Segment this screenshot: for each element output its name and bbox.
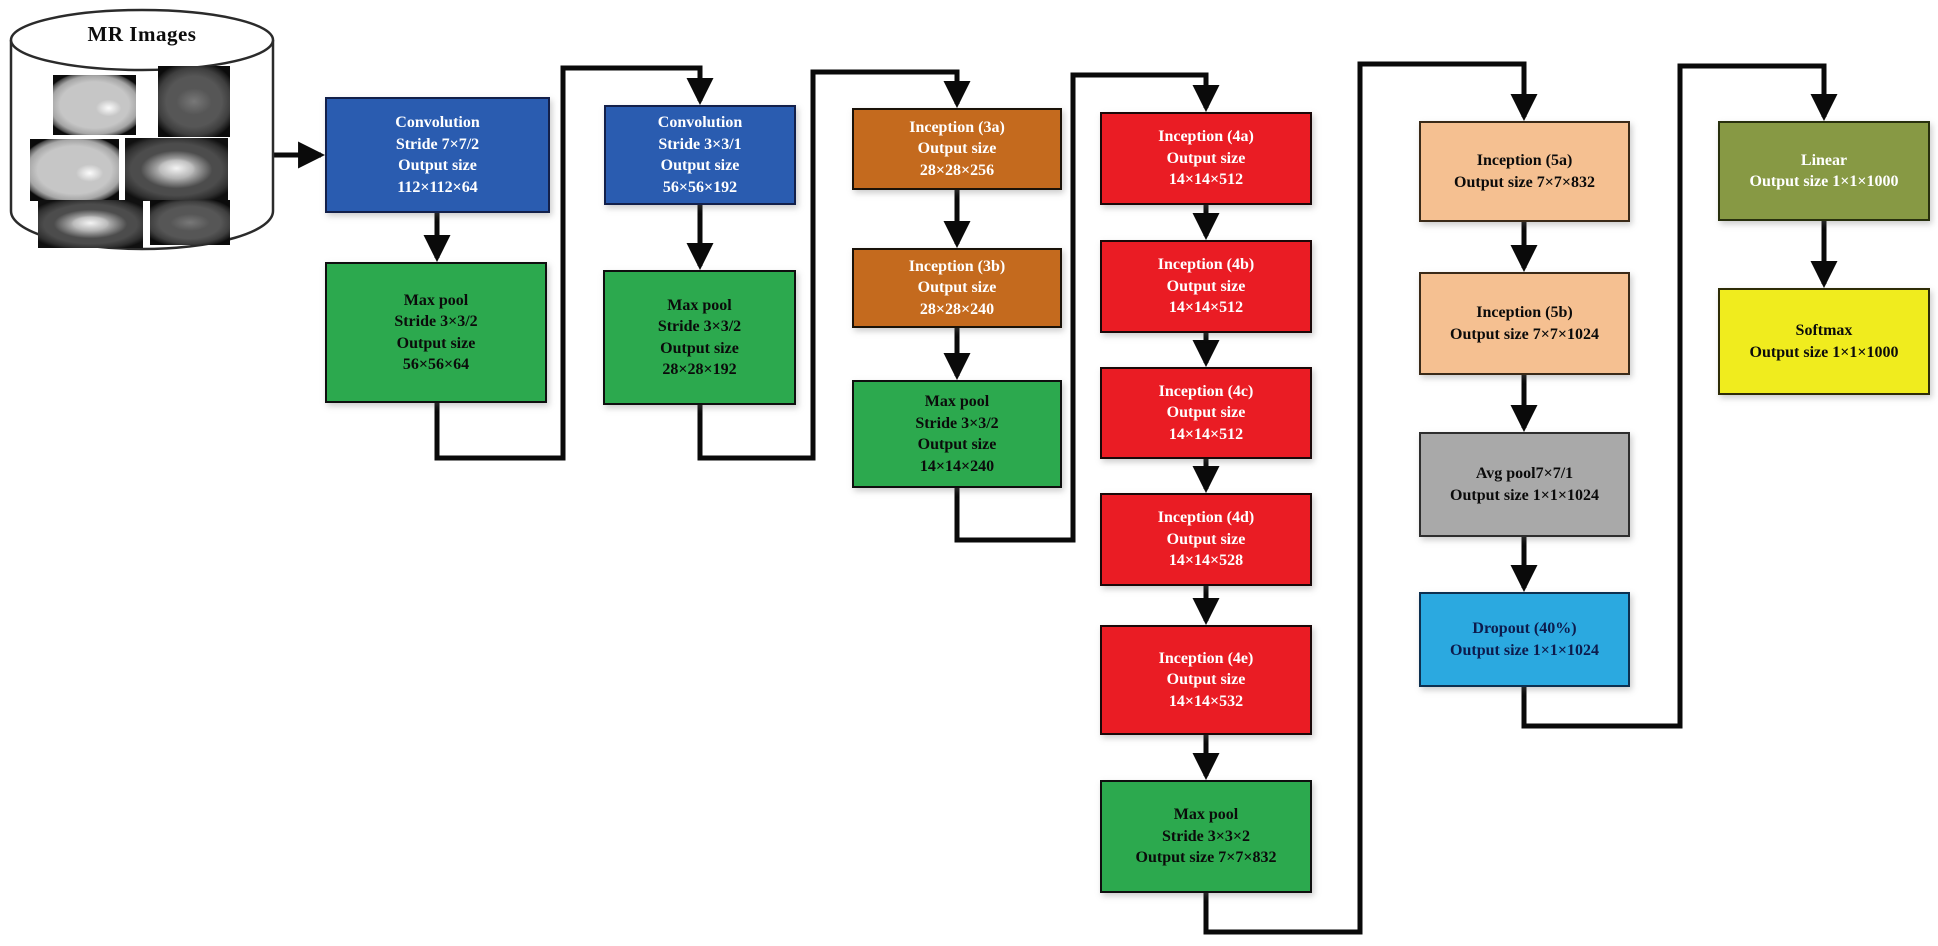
node-label-line: 14×14×528 xyxy=(1168,552,1244,570)
node-label-line: Stride 3×3/2 xyxy=(394,313,478,330)
brain-mri-axial-image xyxy=(158,66,230,137)
brain-mri-axial-tumor-image xyxy=(53,75,136,135)
node-label-line: Output size xyxy=(660,339,739,357)
node-label-line: Output size xyxy=(917,279,997,297)
node-label-line: 28×28×240 xyxy=(919,300,995,318)
node-dropout: Dropout (40%) Output size 1×1×1024 xyxy=(1419,592,1630,687)
node-inc3a: Inception (3a) Output size 28×28×256 xyxy=(852,108,1062,190)
node-label-line: Output size xyxy=(1166,404,1246,422)
node-label-line: Output size 1×1×1024 xyxy=(1450,641,1599,659)
node-label-line: Convolution xyxy=(657,114,743,131)
node-label-line: Output size xyxy=(917,140,997,158)
node-inc3b: Inception (3b) Output size 28×28×240 xyxy=(852,248,1062,328)
node-label-line: 14×14×532 xyxy=(1168,692,1244,710)
mr-images-cylinder: MR Images xyxy=(8,6,276,252)
node-inc5b: Inception (5b) Output size 7×7×1024 xyxy=(1419,272,1630,375)
node-label-line: 56×56×192 xyxy=(662,178,738,196)
node-label-line: Output size 1×1×1024 xyxy=(1450,486,1599,504)
node-label-line: Inception (3b) xyxy=(908,257,1006,275)
node-label-line: Inception (5a) xyxy=(1476,152,1573,169)
brain-mri-axial-tumor-image xyxy=(30,139,119,201)
cylinder-title: MR Images xyxy=(87,22,197,46)
node-inc4c: Inception (4c) Output size 14×14×512 xyxy=(1100,367,1312,459)
node-label-line: Max pool xyxy=(403,291,469,309)
node-label-line: Inception (4b) xyxy=(1157,256,1255,274)
node-label-line: 56×56×64 xyxy=(402,356,470,373)
node-label-line: Stride 3×3/2 xyxy=(915,414,999,432)
node-label-line: Output size xyxy=(1166,671,1246,689)
node-label-line: Output size 1×1×1000 xyxy=(1749,343,1899,361)
node-label-line: Avg pool7×7/1 xyxy=(1475,465,1574,482)
node-label-line: Stride 7×7/2 xyxy=(395,135,480,153)
node-label-line: Output size xyxy=(1166,277,1246,295)
node-label-line: Output size 7×7×832 xyxy=(1135,849,1277,867)
node-label-line: Output size xyxy=(396,334,476,352)
node-label-line: Output size 1×1×1000 xyxy=(1749,173,1899,190)
node-label-line: Softmax xyxy=(1795,322,1853,339)
node-inc4e: Inception (4e) Output size 14×14×532 xyxy=(1100,625,1312,735)
brain-mri-axial-flair-image xyxy=(125,138,228,201)
node-label-line: Inception (3a) xyxy=(909,118,1005,136)
node-label-line: Output size xyxy=(917,436,997,453)
node-label-line: Inception (4d) xyxy=(1157,509,1255,527)
node-inc4b: Inception (4b) Output size 14×14×512 xyxy=(1100,240,1312,333)
node-label-line: Output size xyxy=(1166,149,1246,167)
node-label-line: Max pool xyxy=(924,393,990,410)
node-label-line: 28×28×192 xyxy=(662,361,737,378)
node-label-line: Output size xyxy=(398,157,477,174)
node-inc4d: Inception (4d) Output size 14×14×528 xyxy=(1100,493,1312,586)
node-inc5a: Inception (5a) Output size 7×7×832 xyxy=(1419,121,1630,222)
node-label-line: Inception (5b) xyxy=(1476,304,1573,321)
node-label-line: Inception (4a) xyxy=(1158,128,1254,146)
node-inc4a: Inception (4a) Output size 14×14×512 xyxy=(1100,112,1312,205)
node-label-line: Stride 3×3/1 xyxy=(658,135,742,153)
node-label-line: Output size xyxy=(1166,530,1246,548)
node-label-line: Stride 3×3/2 xyxy=(657,318,742,335)
node-label-line: 14×14×512 xyxy=(1168,425,1244,443)
brain-mri-axial-flair-image xyxy=(38,200,143,248)
node-label-line: Max pool xyxy=(1173,806,1239,824)
node-label-line: Stride 3×3×2 xyxy=(1161,827,1250,845)
node-label-line: Inception (4e) xyxy=(1158,649,1254,667)
node-label-line: 14×14×240 xyxy=(919,457,995,475)
node-label-line: 28×28×256 xyxy=(919,161,995,179)
node-label-line: 112×112×64 xyxy=(397,178,478,196)
node-label-line: Inception (4c) xyxy=(1158,382,1254,400)
node-label-line: Max pool xyxy=(667,296,732,314)
brain-mri-axial-image xyxy=(150,200,230,245)
node-label-line: Dropout (40%) xyxy=(1472,620,1577,637)
node-label-line: Output size 7×7×832 xyxy=(1454,173,1595,191)
node-label-line: Convolution xyxy=(395,114,480,131)
node-label-line: Output size xyxy=(660,157,740,174)
node-label-line: 14×14×512 xyxy=(1168,171,1244,189)
node-label-line: Linear xyxy=(1800,151,1848,169)
node-label-line: Output size 7×7×1024 xyxy=(1450,325,1599,343)
node-label-line: 14×14×512 xyxy=(1168,299,1244,317)
